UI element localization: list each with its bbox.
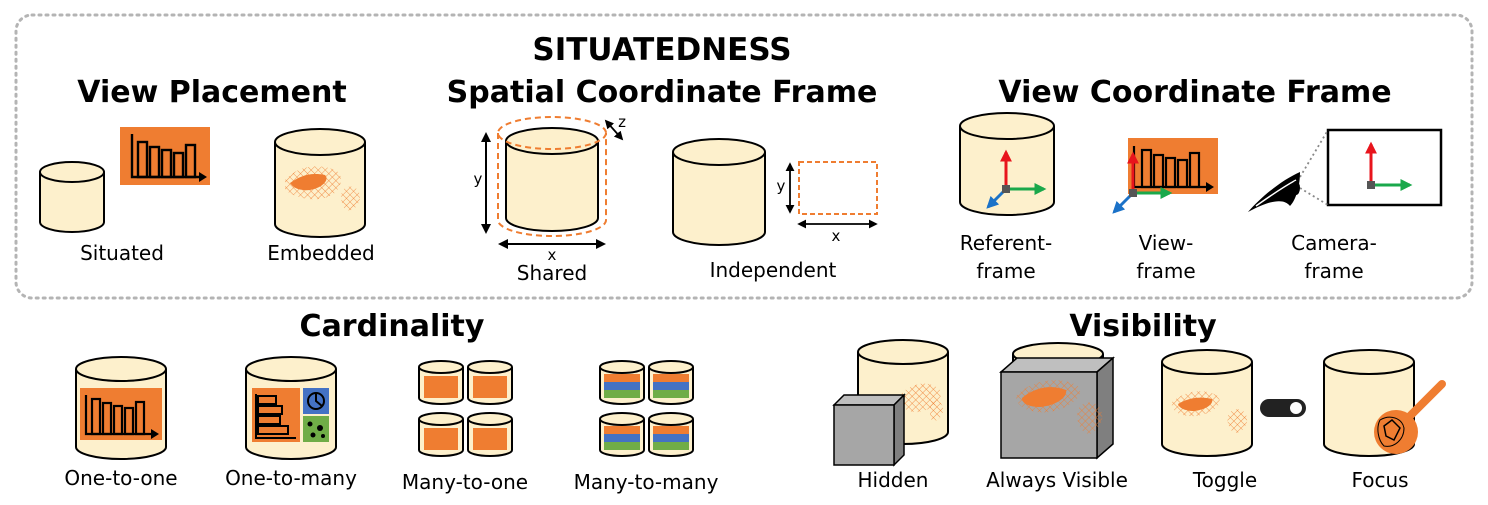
referent-frame-icon	[959, 112, 1055, 216]
many-to-one-icon	[418, 360, 513, 457]
referent-frame-label-1: Referent-	[960, 231, 1052, 255]
embedded-icon	[274, 128, 366, 238]
independent-x-label: x	[832, 227, 841, 245]
situatedness-border	[14, 13, 1474, 300]
shared-y-label: y	[474, 170, 483, 188]
one-to-many-icon	[245, 356, 337, 460]
small-cylinder	[467, 360, 513, 405]
small-cylinder	[648, 412, 694, 457]
small-cylinder	[418, 412, 464, 457]
view-frame-label-2: frame	[1136, 259, 1195, 283]
shared-label: Shared	[517, 261, 587, 285]
hidden-icon	[832, 339, 949, 467]
cardinality-title: Cardinality	[300, 309, 485, 344]
always-visible-label: Always Visible	[986, 468, 1128, 492]
camera-frame-label-1: Camera-	[1291, 231, 1377, 255]
view-frame-title: View Coordinate Frame	[998, 75, 1391, 110]
shared-frame-icon	[481, 116, 624, 249]
hidden-label: Hidden	[858, 468, 929, 492]
small-cylinder	[418, 360, 464, 405]
small-cylinder	[467, 412, 513, 457]
embedded-label: Embedded	[267, 241, 375, 265]
toggle-icon	[1161, 349, 1306, 457]
independent-frame-icon	[672, 138, 878, 246]
view-frame-icon	[1112, 138, 1218, 214]
always-visible-icon	[999, 342, 1115, 460]
many-to-one-label: Many-to-one	[402, 470, 528, 494]
situatedness-title: SITUATEDNESS	[532, 32, 791, 68]
referent-frame-label-2: frame	[976, 259, 1035, 283]
independent-y-label: y	[777, 177, 786, 195]
small-cylinder	[599, 412, 645, 457]
one-to-many-label: One-to-many	[225, 466, 357, 490]
focus-icon	[1323, 349, 1446, 457]
many-to-many-icon	[599, 360, 694, 457]
small-cylinder	[648, 360, 694, 405]
one-to-one-label: One-to-one	[64, 466, 177, 490]
toggle-label: Toggle	[1192, 468, 1257, 492]
camera-frame-icon	[1248, 128, 1443, 212]
small-cylinder	[599, 360, 645, 405]
visibility-title: Visibility	[1069, 309, 1217, 344]
shared-x-label: x	[548, 246, 557, 264]
view-placement-title: View Placement	[77, 75, 346, 110]
camera-frame-label-2: frame	[1304, 259, 1363, 283]
many-to-many-label: Many-to-many	[574, 470, 719, 494]
one-to-one-icon	[75, 356, 167, 460]
view-frame-label-1: View-	[1139, 231, 1194, 255]
focus-label: Focus	[1351, 468, 1408, 492]
independent-label: Independent	[710, 258, 837, 282]
situated-icon	[39, 127, 210, 233]
shared-z-label: z	[618, 113, 626, 131]
spatial-frame-title: Spatial Coordinate Frame	[447, 75, 878, 110]
situated-label: Situated	[80, 241, 164, 265]
